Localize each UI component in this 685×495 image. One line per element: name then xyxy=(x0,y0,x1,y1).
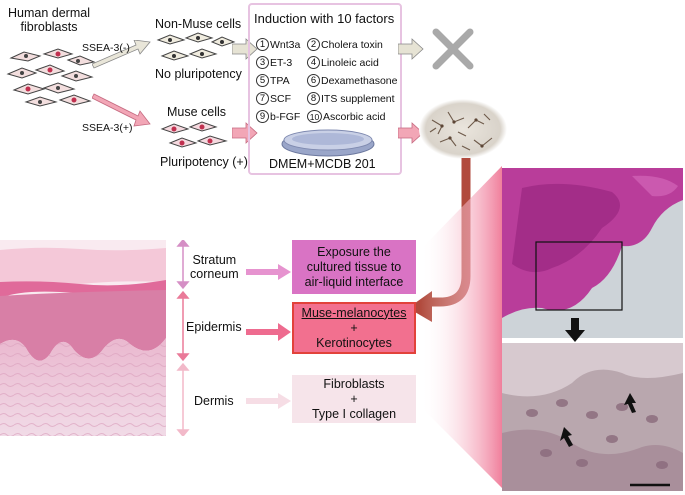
epidermis-label: Epidermis xyxy=(186,320,242,334)
culture-dish-image xyxy=(281,129,375,157)
muse-status: Pluripotency (+) xyxy=(160,155,248,169)
melanocyte-culture-image xyxy=(419,99,507,159)
exposure-box: Exposure the cultured tissue to air-liqu… xyxy=(292,240,416,294)
muse-melanocytes-box: Muse-melanocytes + Kerotinocytes xyxy=(292,302,416,354)
tissue-micrograph-top xyxy=(502,168,683,338)
dermis-label: Dermis xyxy=(194,394,234,408)
layer-bracket-lines xyxy=(176,240,190,436)
cross-icon xyxy=(432,28,474,70)
gate-negative-label: SSEA-3(-) xyxy=(82,42,130,54)
sorting-arrows xyxy=(92,40,151,127)
non-muse-title: Non-Muse cells xyxy=(155,17,242,31)
non-muse-status: No pluripotency xyxy=(155,67,242,81)
gate-positive-label: SSEA-3(+) xyxy=(82,122,133,134)
stratum-corneum-label: Stratum corneum xyxy=(190,253,239,282)
skin-histology-image xyxy=(0,240,166,436)
culture-medium-label: DMEM+MCDB 201 xyxy=(269,157,376,171)
tissue-micrograph-bottom xyxy=(502,343,683,491)
dermis-box: Fibroblasts + Type I collagen xyxy=(292,375,416,423)
zoom-down-arrow xyxy=(565,318,585,342)
arrow-to-no-result xyxy=(398,38,424,60)
fibroblast-cluster-image xyxy=(6,48,96,107)
layer-to-box-arrows xyxy=(246,264,291,409)
induction-panel xyxy=(248,3,402,175)
muse-cells-image xyxy=(160,121,228,148)
zoom-wedge xyxy=(420,166,502,488)
muse-title: Muse cells xyxy=(167,105,227,119)
arrow-non-muse-to-induction xyxy=(232,38,258,60)
induction-title: Induction with 10 factors xyxy=(254,11,395,26)
non-muse-cells-image xyxy=(156,32,236,61)
arrow-muse-to-induction xyxy=(232,122,258,144)
arrow-to-melanocytes xyxy=(398,122,424,144)
source-label: Human dermal fibroblasts xyxy=(8,6,90,35)
